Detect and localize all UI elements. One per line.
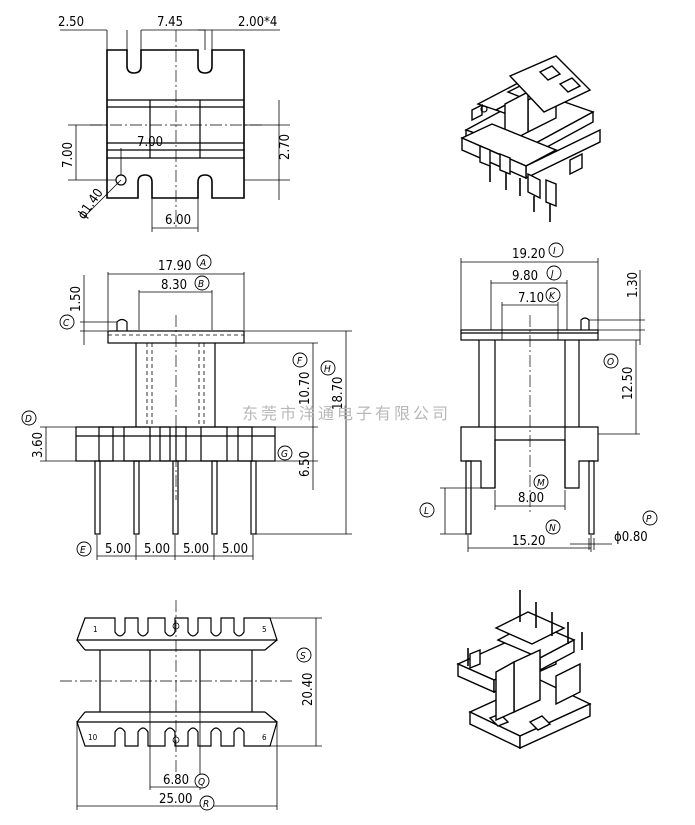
dim-2-70: 2.70 xyxy=(278,134,293,160)
dim-6-50: 6.50 xyxy=(298,451,313,477)
dim-2-00x4: 2.00*4 xyxy=(238,15,277,30)
dim-pitch-4: 5.00 xyxy=(222,542,248,557)
callout-o: O xyxy=(607,357,614,368)
top-view: 2.50 7.45 2.00*4 7.00 7.00 2.70 ϕ1.40 6.… xyxy=(58,15,293,232)
pin-2 xyxy=(133,460,140,535)
pin-3 xyxy=(172,460,179,535)
callout-s: S xyxy=(300,651,306,662)
dim-8-30: 8.30 xyxy=(161,278,187,293)
pin-label-5: 5 xyxy=(262,625,267,634)
pin-label-10: 10 xyxy=(88,733,98,742)
dim-19-20: 19.20 xyxy=(512,247,545,262)
dim-6-00: 6.00 xyxy=(165,213,191,228)
side-pin-left xyxy=(465,460,472,535)
dim-pitch-2: 5.00 xyxy=(144,542,170,557)
dim-pitch-3: 5.00 xyxy=(183,542,209,557)
side-view: 19.20 I 9.80 J 7.10 K 1.30 12.50 O 8.00 xyxy=(419,242,658,552)
dim-7-45: 7.45 xyxy=(157,15,183,30)
bottom-bottom-flange xyxy=(76,721,278,747)
pin-label-1: 1 xyxy=(93,625,98,634)
callout-a: A xyxy=(199,258,206,269)
side-top-flange xyxy=(460,329,599,341)
callout-j: J xyxy=(549,269,554,280)
callout-b: B xyxy=(198,279,204,290)
pin-5 xyxy=(250,460,257,535)
dim-7-00-horizontal: 7.00 xyxy=(137,135,163,150)
dim-8-00: 8.00 xyxy=(518,491,544,506)
dim-9-80: 9.80 xyxy=(512,269,538,284)
dim-1-50: 1.50 xyxy=(69,286,84,312)
watermark: 东莞市洋通电子有限公司 xyxy=(242,404,451,423)
dim-7-00-vertical: 7.00 xyxy=(61,142,76,168)
isometric-view-bottom xyxy=(456,590,592,750)
pin-label-6: 6 xyxy=(262,733,267,742)
dim-17-90: 17.90 xyxy=(158,259,191,274)
dim-12-50: 12.50 xyxy=(621,367,636,400)
callout-f: F xyxy=(297,356,303,367)
pin-4 xyxy=(211,460,218,535)
callout-q: Q xyxy=(198,777,205,788)
callout-i: I xyxy=(553,246,556,257)
callout-c: C xyxy=(63,318,70,329)
dim-6-80: 6.80 xyxy=(163,773,189,788)
callout-m: M xyxy=(537,478,545,489)
dim-25-00: 25.00 xyxy=(159,792,192,807)
callout-e: E xyxy=(80,545,86,556)
callout-p: P xyxy=(646,514,652,525)
isometric-view-top xyxy=(460,55,601,222)
dim-10-70: 10.70 xyxy=(298,372,313,405)
callout-n: N xyxy=(549,523,556,534)
top-view-outline xyxy=(106,49,245,199)
dim-pin-diameter: ϕ0.80 xyxy=(614,530,648,545)
side-pin-right xyxy=(588,460,595,535)
front-view: 17.90 A 8.30 B 1.50 C 10.70 F 18.70 H xyxy=(21,254,352,560)
callout-k: K xyxy=(549,291,556,302)
callout-d: D xyxy=(25,414,32,425)
dim-15-20: 15.20 xyxy=(512,534,545,549)
callout-r: R xyxy=(203,799,209,810)
callout-g: G xyxy=(281,449,288,460)
callout-l: L xyxy=(424,506,429,517)
callout-h: H xyxy=(324,364,331,375)
bottom-view: 1 5 10 6 20.40 S 6.80 Q 25.00 R xyxy=(60,600,322,811)
dim-7-10: 7.10 xyxy=(518,291,544,306)
dim-1-30: 1.30 xyxy=(626,272,641,298)
dim-pitch-1: 5.00 xyxy=(105,542,131,557)
bottom-top-flange xyxy=(76,617,278,641)
dim-18-70: 18.70 xyxy=(331,377,346,410)
dim-2-50: 2.50 xyxy=(58,15,84,30)
dim-hole-1-40: ϕ1.40 xyxy=(75,186,107,222)
dim-3-60: 3.60 xyxy=(31,432,46,458)
dim-20-40: 20.40 xyxy=(301,673,316,706)
pin-1 xyxy=(94,460,101,535)
